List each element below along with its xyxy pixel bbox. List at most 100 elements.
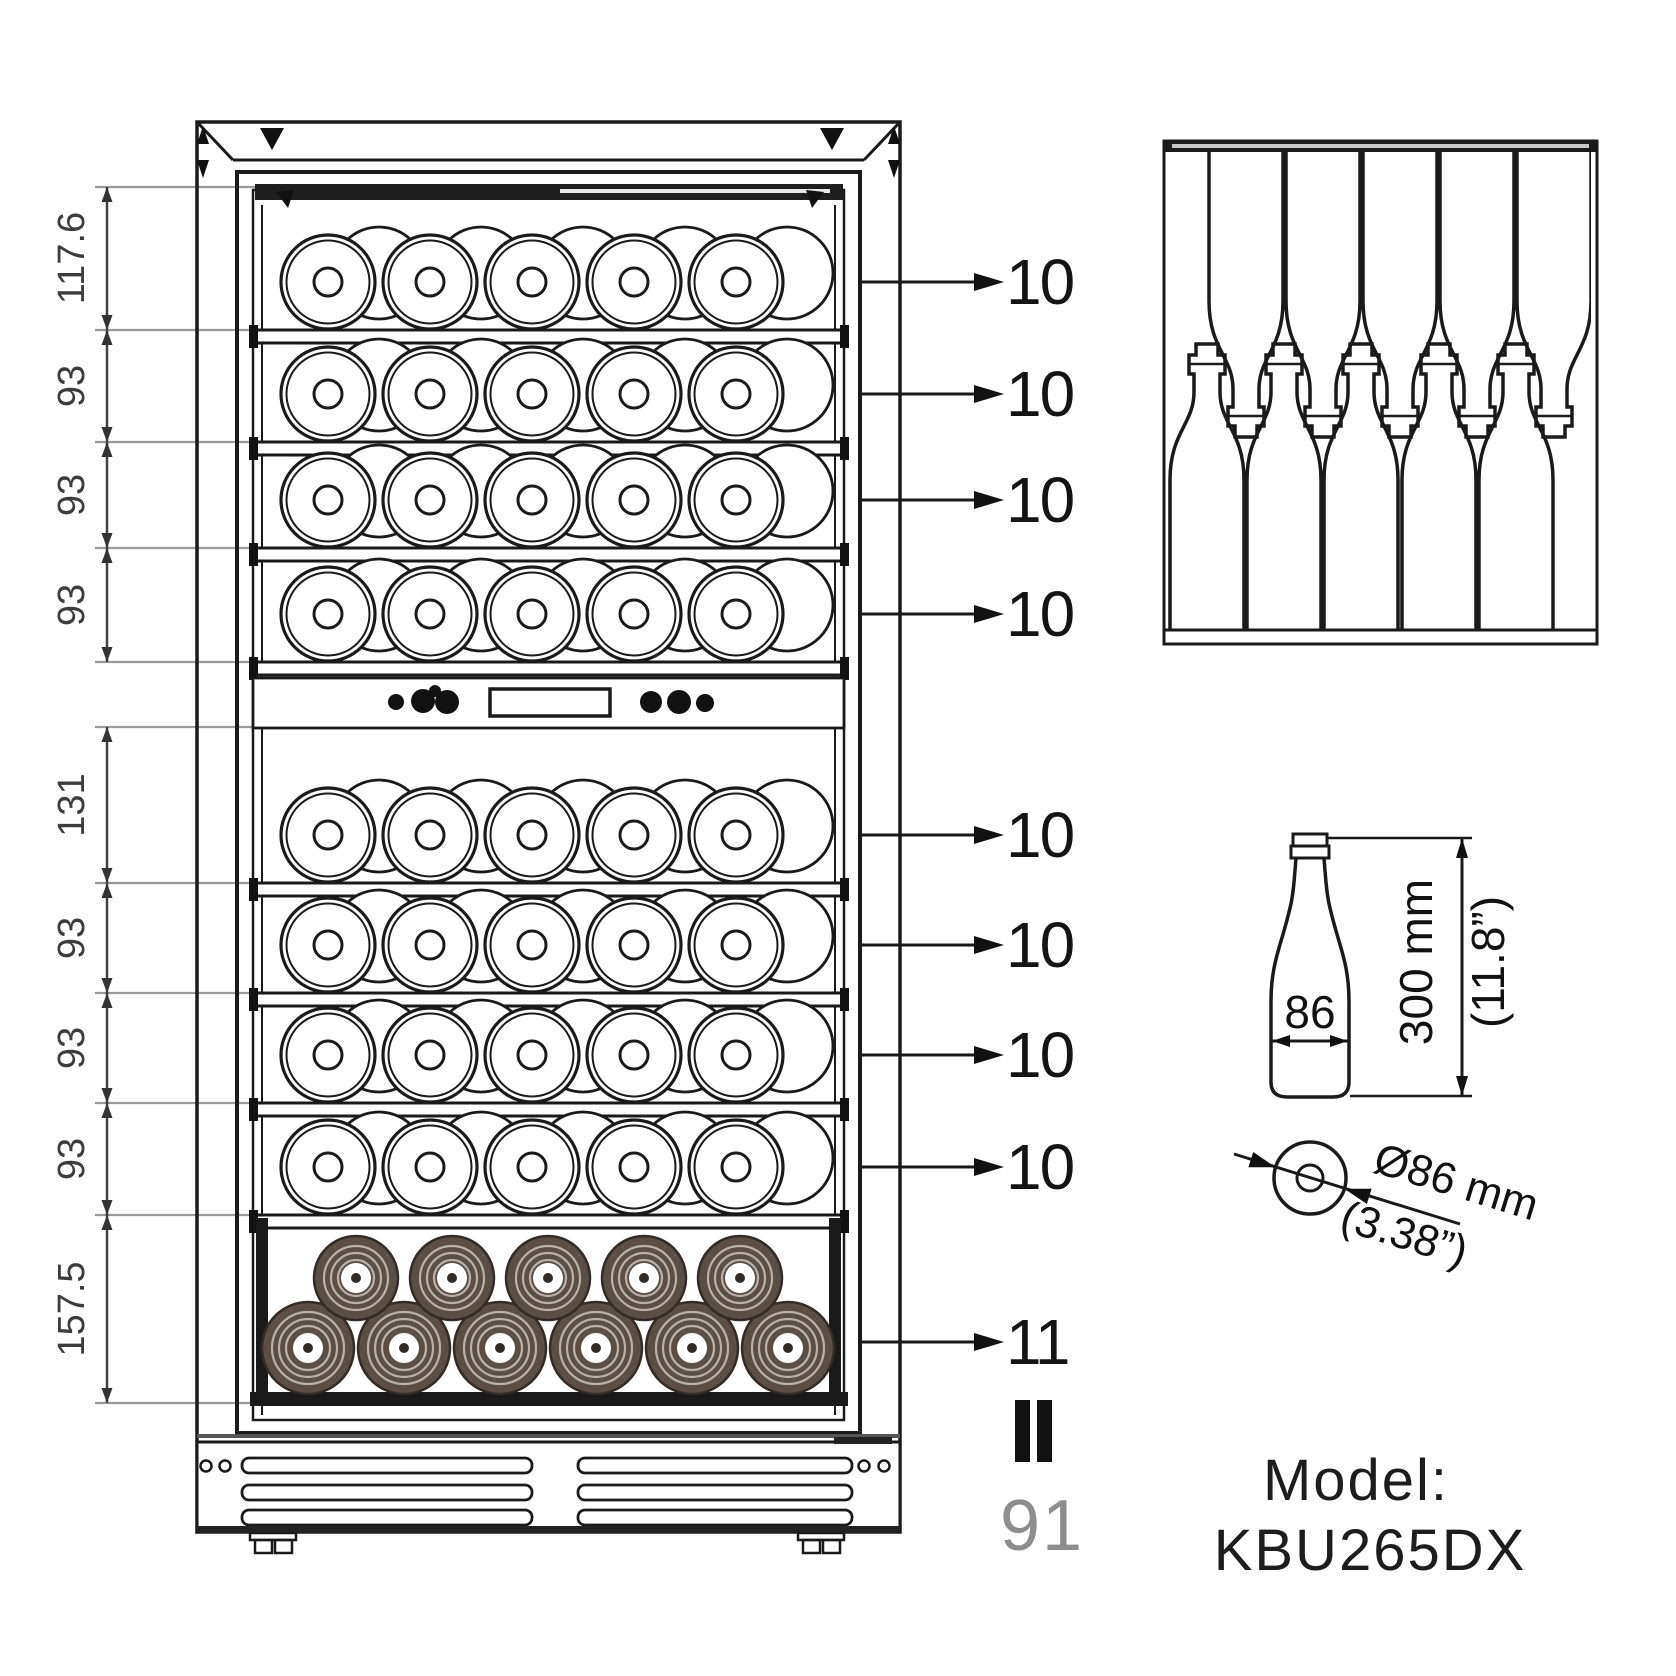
bottle-rim <box>285 351 371 437</box>
count-label: 10 <box>1006 358 1074 430</box>
bottle-rim <box>387 457 473 543</box>
shelf-bracket <box>840 543 849 566</box>
bottle-punt <box>312 929 344 961</box>
bottle-ring <box>425 1251 479 1305</box>
bottle-punt <box>516 266 548 298</box>
bottle-punt <box>516 819 548 851</box>
bottle-height-inches-label: (11.8”) <box>1462 896 1514 1028</box>
top-arrow-icon <box>820 128 844 150</box>
count-label: 10 <box>1006 1019 1074 1091</box>
corner-arrow-icon <box>197 160 209 178</box>
bottle-inverted <box>1207 150 1285 439</box>
dim-tick-icon <box>101 727 113 742</box>
bottle-punt <box>720 266 752 298</box>
bottle-rim <box>489 902 575 988</box>
shelf-bracket <box>840 657 849 680</box>
bottle-ring <box>277 1317 339 1379</box>
bottle-ring <box>418 1244 486 1312</box>
bottle-ring <box>528 1258 568 1298</box>
bottle-rim <box>591 1012 677 1098</box>
bottle-rim <box>693 1124 779 1210</box>
screw-icon <box>218 1459 232 1473</box>
dim-tick-icon <box>101 330 113 345</box>
bottle-side-view: 86 300 mm (11.8”) <box>1269 832 1514 1099</box>
bottle-ring <box>270 1310 346 1386</box>
dim-tick-icon <box>101 533 113 548</box>
leader-arrow-icon <box>974 273 1004 291</box>
count-leaders <box>862 273 1004 1351</box>
bottle-punt <box>312 1039 344 1071</box>
leader-arrow-icon <box>974 605 1004 623</box>
bottle-punt <box>414 598 446 630</box>
bottle-ring <box>373 1317 435 1379</box>
bottle-punt <box>312 378 344 410</box>
shelf-bracket <box>840 437 849 460</box>
leader-arrow-icon <box>974 936 1004 954</box>
dim-tick-icon <box>101 315 113 330</box>
shelf <box>254 546 844 563</box>
model-value: KBU265DX <box>1214 1518 1527 1583</box>
dim-tick-icon <box>101 1200 113 1215</box>
dim-label: 93 <box>51 1027 93 1069</box>
bottle-punt <box>720 929 752 961</box>
bottle-punt <box>618 1039 650 1071</box>
bottle-punt-dot <box>543 1273 553 1283</box>
bottle-punt-dot <box>399 1343 409 1353</box>
shelf-count-labels: 10 10 10 10 10 10 10 10 11 91 <box>1000 246 1082 1566</box>
bottle-ring <box>668 1324 716 1372</box>
bottle-ring <box>322 1244 390 1312</box>
total-equals-icon <box>1015 1400 1030 1462</box>
bottle-punt-dot <box>351 1273 361 1283</box>
shelf-bracket <box>249 657 258 680</box>
bottle-punt <box>312 266 344 298</box>
dim-tick-icon <box>101 1088 113 1103</box>
shelf-bracket <box>840 325 849 348</box>
bottle-punt <box>618 1151 650 1183</box>
bottle-ring <box>462 1310 538 1386</box>
shelf-bracket <box>249 878 258 901</box>
bottle-rim <box>387 792 473 878</box>
bottle-punt <box>312 598 344 630</box>
bottle-rim <box>693 571 779 657</box>
bottle-punt <box>618 378 650 410</box>
corner-arrow-icon <box>197 126 209 144</box>
vent-grille-left <box>240 1456 534 1527</box>
bottle-rim <box>693 457 779 543</box>
bottle-inverted <box>1515 150 1591 439</box>
bottle-rim <box>489 239 575 325</box>
base-plinth <box>195 1434 902 1555</box>
total-equals-icon <box>1037 1400 1052 1462</box>
corner-arrow-icon <box>888 160 900 178</box>
bottle-ring <box>366 1310 442 1386</box>
screw-icon <box>199 1459 213 1473</box>
bottle-rim <box>489 571 575 657</box>
dim-arrow-icon <box>1330 1035 1348 1047</box>
shelf-bracket <box>840 988 849 1011</box>
bottle-ring <box>336 1258 376 1298</box>
bottle-rim <box>591 571 677 657</box>
shelf-bracket <box>249 325 258 348</box>
control-button <box>411 689 435 713</box>
dim-label: 157.5 <box>51 1261 93 1356</box>
bottle-punt <box>312 484 344 516</box>
dim-label: 93 <box>51 474 93 516</box>
dim-tick-icon <box>101 1215 113 1230</box>
model-label: Model: <box>1263 1448 1449 1513</box>
bottle-ring <box>654 1310 730 1386</box>
dim-tick-icon <box>101 868 113 883</box>
bottle-rim <box>285 1012 371 1098</box>
bottle-ring <box>661 1317 723 1379</box>
bottle-punt <box>618 929 650 961</box>
control-button <box>640 691 662 713</box>
dim-tick-icon <box>101 187 113 202</box>
bottle-punt <box>414 266 446 298</box>
dimension-chains <box>101 187 113 1403</box>
dim-tick-icon <box>101 548 113 563</box>
bottle-punt <box>618 266 650 298</box>
dim-arrow-icon <box>1456 838 1468 858</box>
bottle-rim <box>285 571 371 657</box>
leader-arrow-icon <box>974 1333 1004 1351</box>
bottle-rim <box>285 1124 371 1210</box>
dim-label: 93 <box>51 917 93 959</box>
glass-corner-arrow-icon <box>806 190 824 208</box>
